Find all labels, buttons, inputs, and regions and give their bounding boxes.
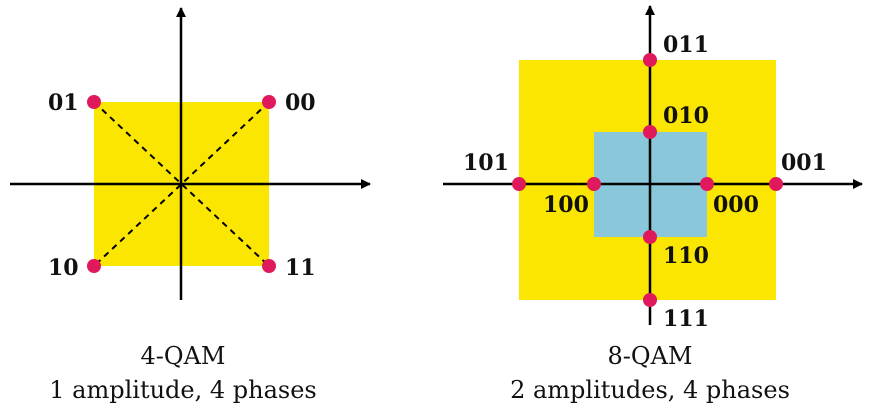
qam8-caption-subtitle: 2 amplitudes, 4 phases bbox=[510, 376, 790, 404]
qam4-label-00: 00 bbox=[285, 90, 316, 116]
qam4-label-11: 11 bbox=[285, 255, 316, 281]
qam4-point-00 bbox=[262, 95, 276, 109]
qam8-label-011: 011 bbox=[663, 32, 709, 58]
qam4-diagonal-line bbox=[93, 101, 270, 267]
qam8-point-101 bbox=[512, 177, 526, 191]
qam8-point-001 bbox=[769, 177, 783, 191]
qam8-point-000 bbox=[700, 177, 714, 191]
qam8-label-110: 110 bbox=[663, 243, 709, 269]
qam8-label-111: 111 bbox=[663, 306, 709, 332]
qam8-label-101: 101 bbox=[463, 150, 509, 176]
qam8-label-000: 000 bbox=[713, 192, 759, 218]
qam8-label-001: 001 bbox=[781, 150, 827, 176]
qam8-point-111 bbox=[643, 293, 657, 307]
qam8-point-011 bbox=[643, 53, 657, 67]
qam4-point-11 bbox=[262, 259, 276, 273]
qam8-label-100: 100 bbox=[543, 192, 589, 218]
qam4-point-01 bbox=[87, 95, 101, 109]
qam8-label-010: 010 bbox=[663, 103, 709, 129]
qam8-point-100 bbox=[587, 177, 601, 191]
qam4-caption-title: 4-QAM bbox=[141, 342, 226, 370]
qam8-caption-title: 8-QAM bbox=[608, 342, 693, 370]
qam4-diagram: 01 00 10 11 4-QAM 1 amplitude, 4 phases bbox=[10, 7, 371, 404]
qam4-diagonal-line bbox=[93, 101, 270, 267]
qam4-label-01: 01 bbox=[48, 90, 79, 116]
qam4-caption-subtitle: 1 amplitude, 4 phases bbox=[49, 376, 316, 404]
qam4-label-10: 10 bbox=[48, 255, 79, 281]
qam8-diagram: 011 010 101 001 100 000 110 111 8-QAM 2 … bbox=[443, 5, 863, 404]
qam4-point-10 bbox=[87, 259, 101, 273]
qam8-point-110 bbox=[643, 230, 657, 244]
qam8-point-010 bbox=[643, 125, 657, 139]
